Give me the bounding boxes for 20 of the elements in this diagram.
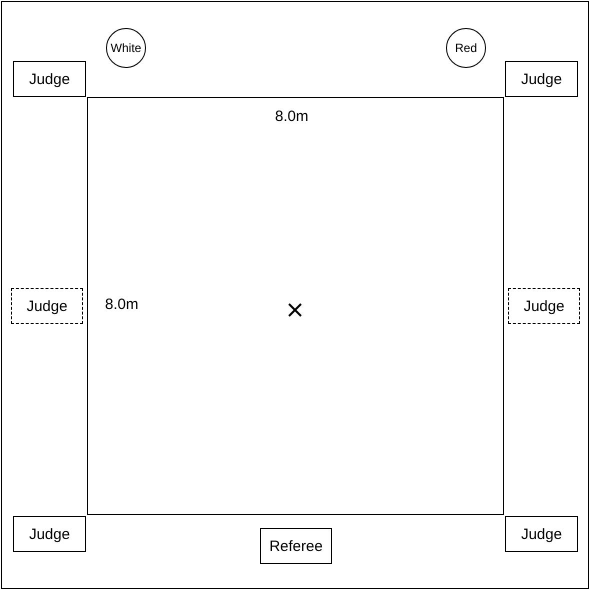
position-label: Judge — [521, 526, 562, 542]
position-box — [260, 528, 332, 564]
position-circle — [446, 28, 486, 68]
dimension-label: 8.0m — [105, 296, 138, 313]
position-label: Judge — [524, 298, 564, 314]
position-box — [13, 61, 86, 97]
position-label: Red — [454, 41, 477, 55]
position-box — [13, 516, 86, 552]
position-label: Judge — [521, 70, 562, 88]
position-label: Judge — [29, 70, 70, 88]
position-label: Judge — [29, 526, 70, 542]
position-circle — [106, 28, 146, 68]
dashed-position-box — [508, 288, 580, 324]
position-label: Referee — [269, 538, 323, 554]
dashed-position-box — [11, 288, 83, 324]
dimension-label: 8.0m — [275, 108, 308, 125]
position-label: Judge — [26, 298, 68, 314]
position-box — [505, 61, 578, 97]
position-label: White — [110, 41, 142, 55]
position-box — [505, 516, 578, 552]
